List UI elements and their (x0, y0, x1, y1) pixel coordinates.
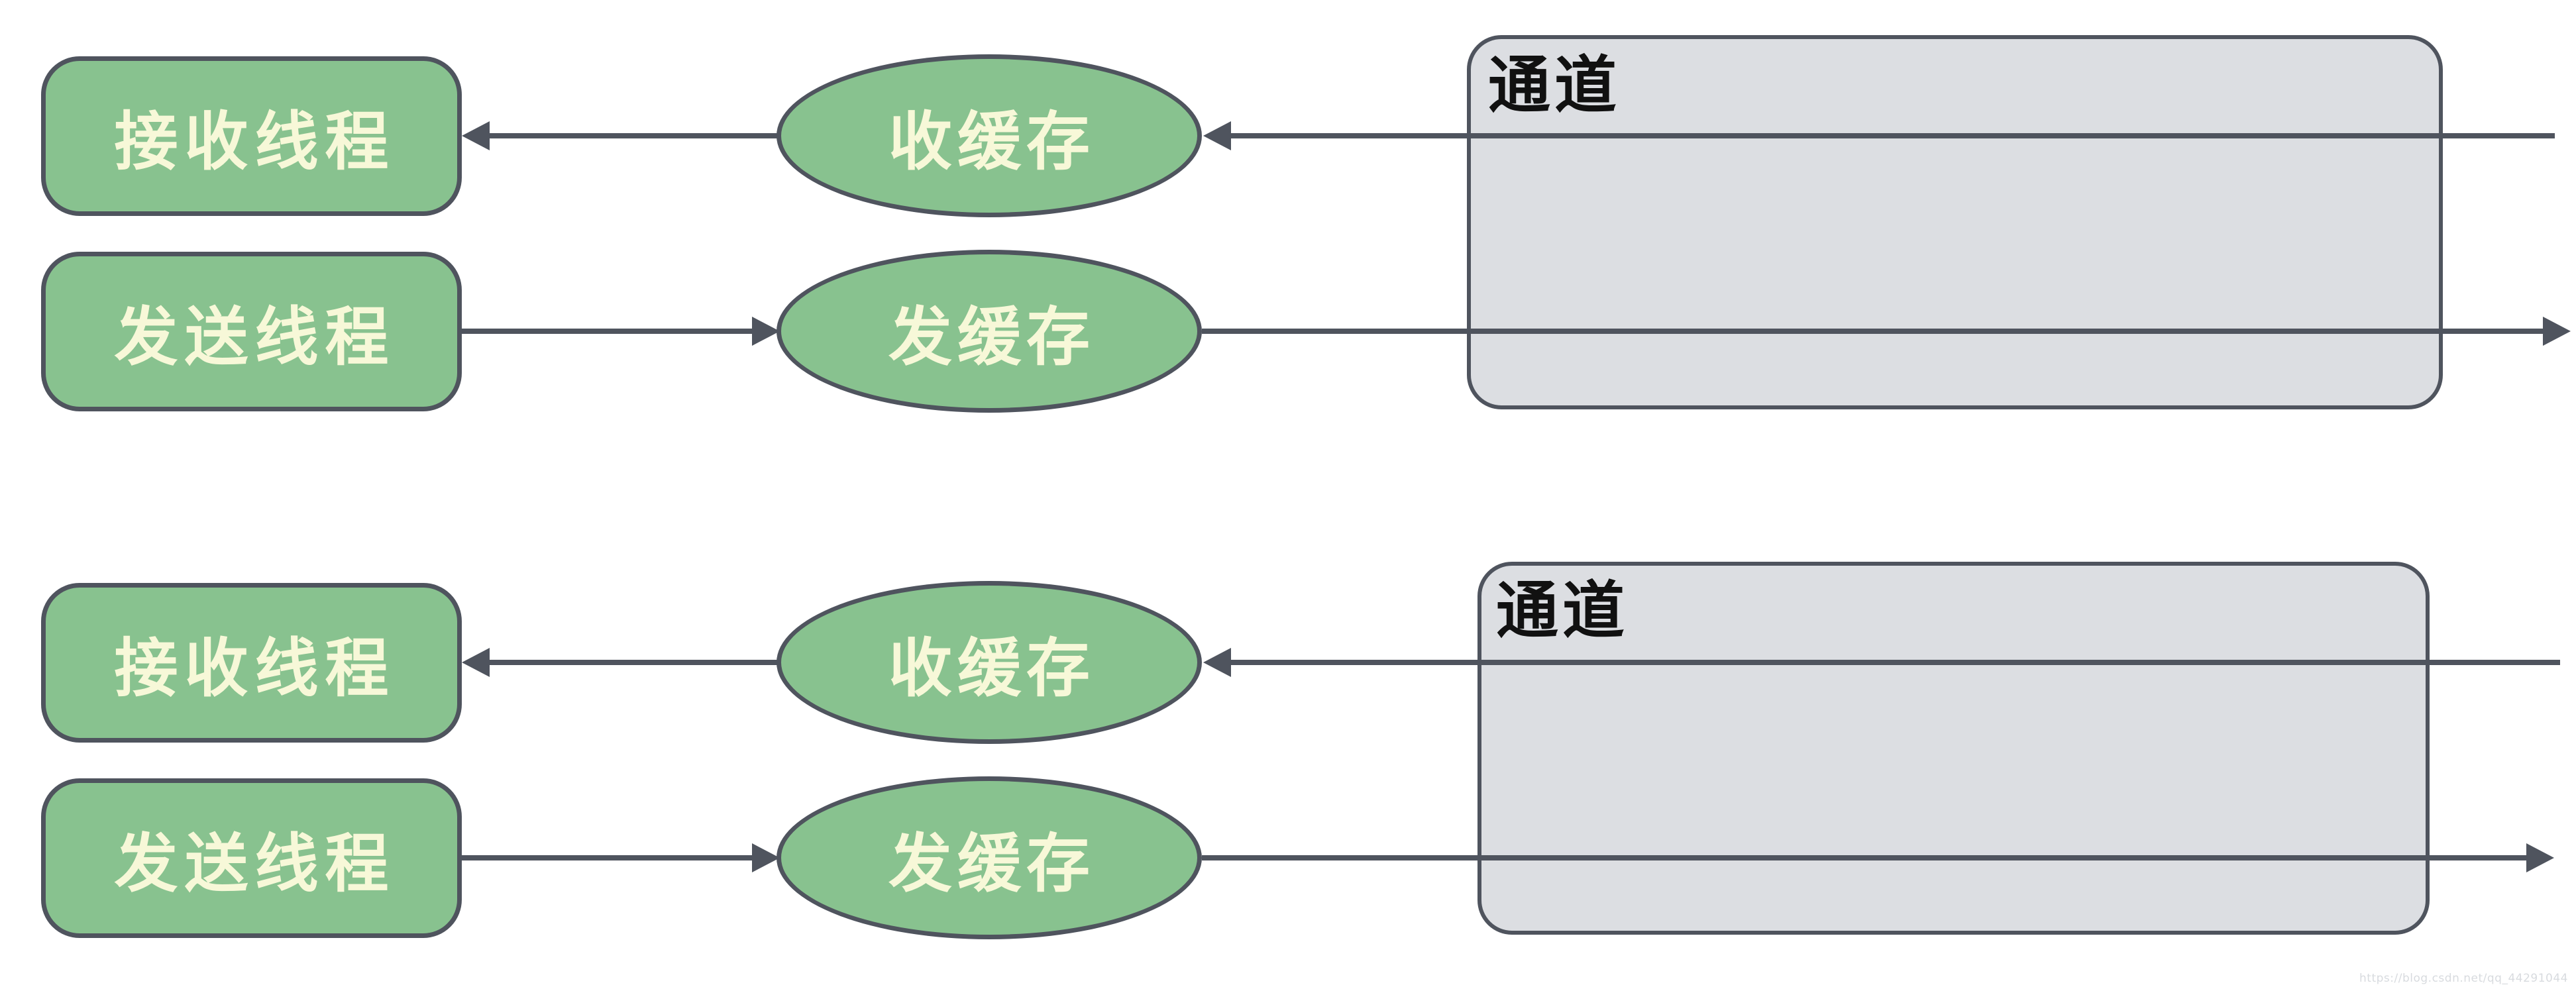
connector-send-line-inner-2 (462, 855, 752, 860)
channel-label-2: 通道 (1496, 575, 1629, 647)
watermark-url: https://blog.csdn.net/qq_44291044 (2359, 972, 2568, 985)
connector-receive-line-outer-2 (1230, 660, 2560, 665)
arrowhead-into-receive-buffer-2 (1203, 648, 1231, 677)
arrowhead-into-send-buffer-1 (752, 317, 780, 346)
channel-label-1: 通道 (1488, 50, 1621, 122)
receive-buffer-ellipse-2: 收缓存 (777, 581, 1202, 744)
arrowhead-into-receive-thread-2 (462, 648, 490, 677)
arrowhead-into-send-buffer-2 (752, 843, 780, 872)
channel-box-2 (1477, 562, 2430, 935)
arrowhead-send-out-2 (2526, 843, 2554, 872)
send-thread-box-2: 发送线程 (41, 778, 462, 938)
connector-receive-line-inner-2 (488, 660, 777, 665)
receive-buffer-ellipse-1: 收缓存 (777, 54, 1202, 217)
receive-thread-box-2: 接收线程 (41, 583, 462, 743)
send-buffer-ellipse-2: 发缓存 (777, 776, 1202, 939)
arrowhead-send-out-1 (2543, 317, 2571, 346)
channel-box-1 (1467, 35, 2443, 409)
send-buffer-ellipse-1: 发缓存 (777, 250, 1202, 413)
connector-send-line-outer-1 (1202, 329, 2543, 334)
arrowhead-into-receive-thread-1 (462, 121, 490, 150)
arrowhead-into-receive-buffer-1 (1203, 121, 1231, 150)
connector-receive-line-inner-1 (488, 133, 777, 138)
receive-thread-box-1: 接收线程 (41, 56, 462, 216)
connector-receive-line-outer-1 (1230, 133, 2555, 138)
connector-send-line-inner-1 (462, 329, 752, 334)
send-thread-box-1: 发送线程 (41, 252, 462, 411)
connector-send-line-outer-2 (1202, 855, 2526, 860)
